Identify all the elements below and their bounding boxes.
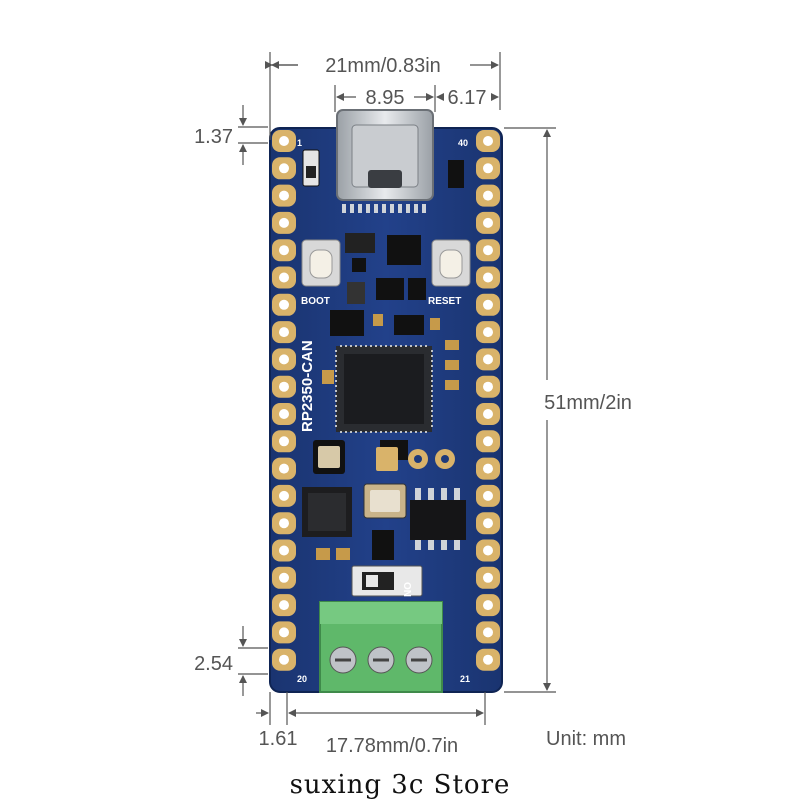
left-pin-pad: [272, 512, 296, 535]
right-pin-pad: [476, 648, 500, 671]
rp2350-chip: [335, 345, 433, 433]
screw-terminal-1: [329, 646, 357, 674]
pin-pitch-label: 2.54: [194, 653, 233, 675]
terminal-block: [319, 601, 443, 693]
left-pin-pad: [272, 157, 296, 180]
left-pin-pad: [272, 130, 296, 152]
left-pin-pad: [272, 348, 296, 371]
right-pin-pad: [476, 403, 500, 425]
usb-c-connector: [336, 109, 434, 213]
overall-width-label: 21mm/0.83in: [325, 55, 441, 77]
right-pin-pad: [476, 157, 500, 180]
reset-label: RESET: [428, 296, 461, 307]
unit-label: Unit: mm: [546, 728, 626, 750]
left-pin-pad: [272, 648, 296, 671]
row-spacing-label: 17.78mm/0.7in: [326, 735, 458, 757]
right-pin-pad: [476, 211, 500, 234]
left-pin-pad: [272, 266, 296, 289]
usb-offset-label: 6.17: [448, 87, 487, 109]
test-pads: [376, 447, 455, 471]
right-pin-pad: [476, 321, 500, 344]
left-pin-pad: [272, 321, 296, 344]
left-pin-pad: [272, 539, 296, 562]
left-pin-pad: [272, 566, 296, 589]
crystal: [313, 440, 345, 474]
can-controller-chip: [302, 487, 352, 537]
pin-1-label: 1: [297, 138, 302, 148]
right-pin-pad: [476, 566, 500, 589]
right-pin-pad: [476, 430, 500, 453]
store-watermark: suxing 3c Store: [289, 770, 511, 800]
screw-terminal-3: [405, 646, 433, 674]
right-pin-pad: [476, 484, 500, 507]
right-pin-pad: [476, 239, 500, 262]
left-pin-pad: [272, 457, 296, 480]
small-components-lower: [316, 530, 394, 560]
right-pin-pad: [476, 293, 500, 316]
boot-label: BOOT: [301, 296, 330, 307]
right-pin-pad: [476, 594, 500, 617]
oscillator: [363, 483, 407, 519]
termination-switch: ON: [351, 565, 423, 597]
edge-offset-label: 1.61: [259, 728, 298, 750]
right-pin-pad: [476, 621, 500, 644]
left-pin-pad: [272, 484, 296, 507]
right-pin-pad: [476, 512, 500, 535]
usb-width-label: 8.95: [366, 87, 405, 109]
reset-button: [431, 239, 471, 287]
pin-20-label: 20: [297, 674, 307, 684]
right-pin-pad: [476, 266, 500, 289]
left-pin-pad: [272, 211, 296, 234]
board-height-label: 51mm/2in: [544, 392, 632, 414]
right-pin-pad: [476, 375, 500, 398]
boot-button: [301, 239, 341, 287]
right-pin-pad: [476, 184, 500, 207]
left-pin-pad: [272, 293, 296, 316]
can-transceiver-chip: [410, 488, 466, 550]
pin-21-label: 21: [460, 674, 470, 684]
screw-terminal-2: [367, 646, 395, 674]
top-margin-label: 1.37: [194, 126, 233, 148]
pin-40-label: 40: [458, 138, 468, 148]
left-pin-pad: [272, 375, 296, 398]
right-pin-header: [476, 130, 500, 671]
left-pin-pad: [272, 239, 296, 262]
right-pin-pad: [476, 457, 500, 480]
right-pin-pad: [476, 539, 500, 562]
led-component: [302, 149, 320, 187]
right-pin-pad: [476, 130, 500, 152]
left-pin-pad: [272, 621, 296, 644]
left-pin-pad: [272, 430, 296, 453]
right-pin-pad: [476, 348, 500, 371]
sot-component: [448, 160, 464, 188]
left-pin-pad: [272, 594, 296, 617]
left-pin-pad: [272, 403, 296, 425]
left-pin-pad: [272, 184, 296, 207]
switch-label: ON: [401, 582, 412, 597]
left-pin-header: [272, 130, 296, 671]
board-name: RP2350-CAN: [299, 340, 316, 432]
